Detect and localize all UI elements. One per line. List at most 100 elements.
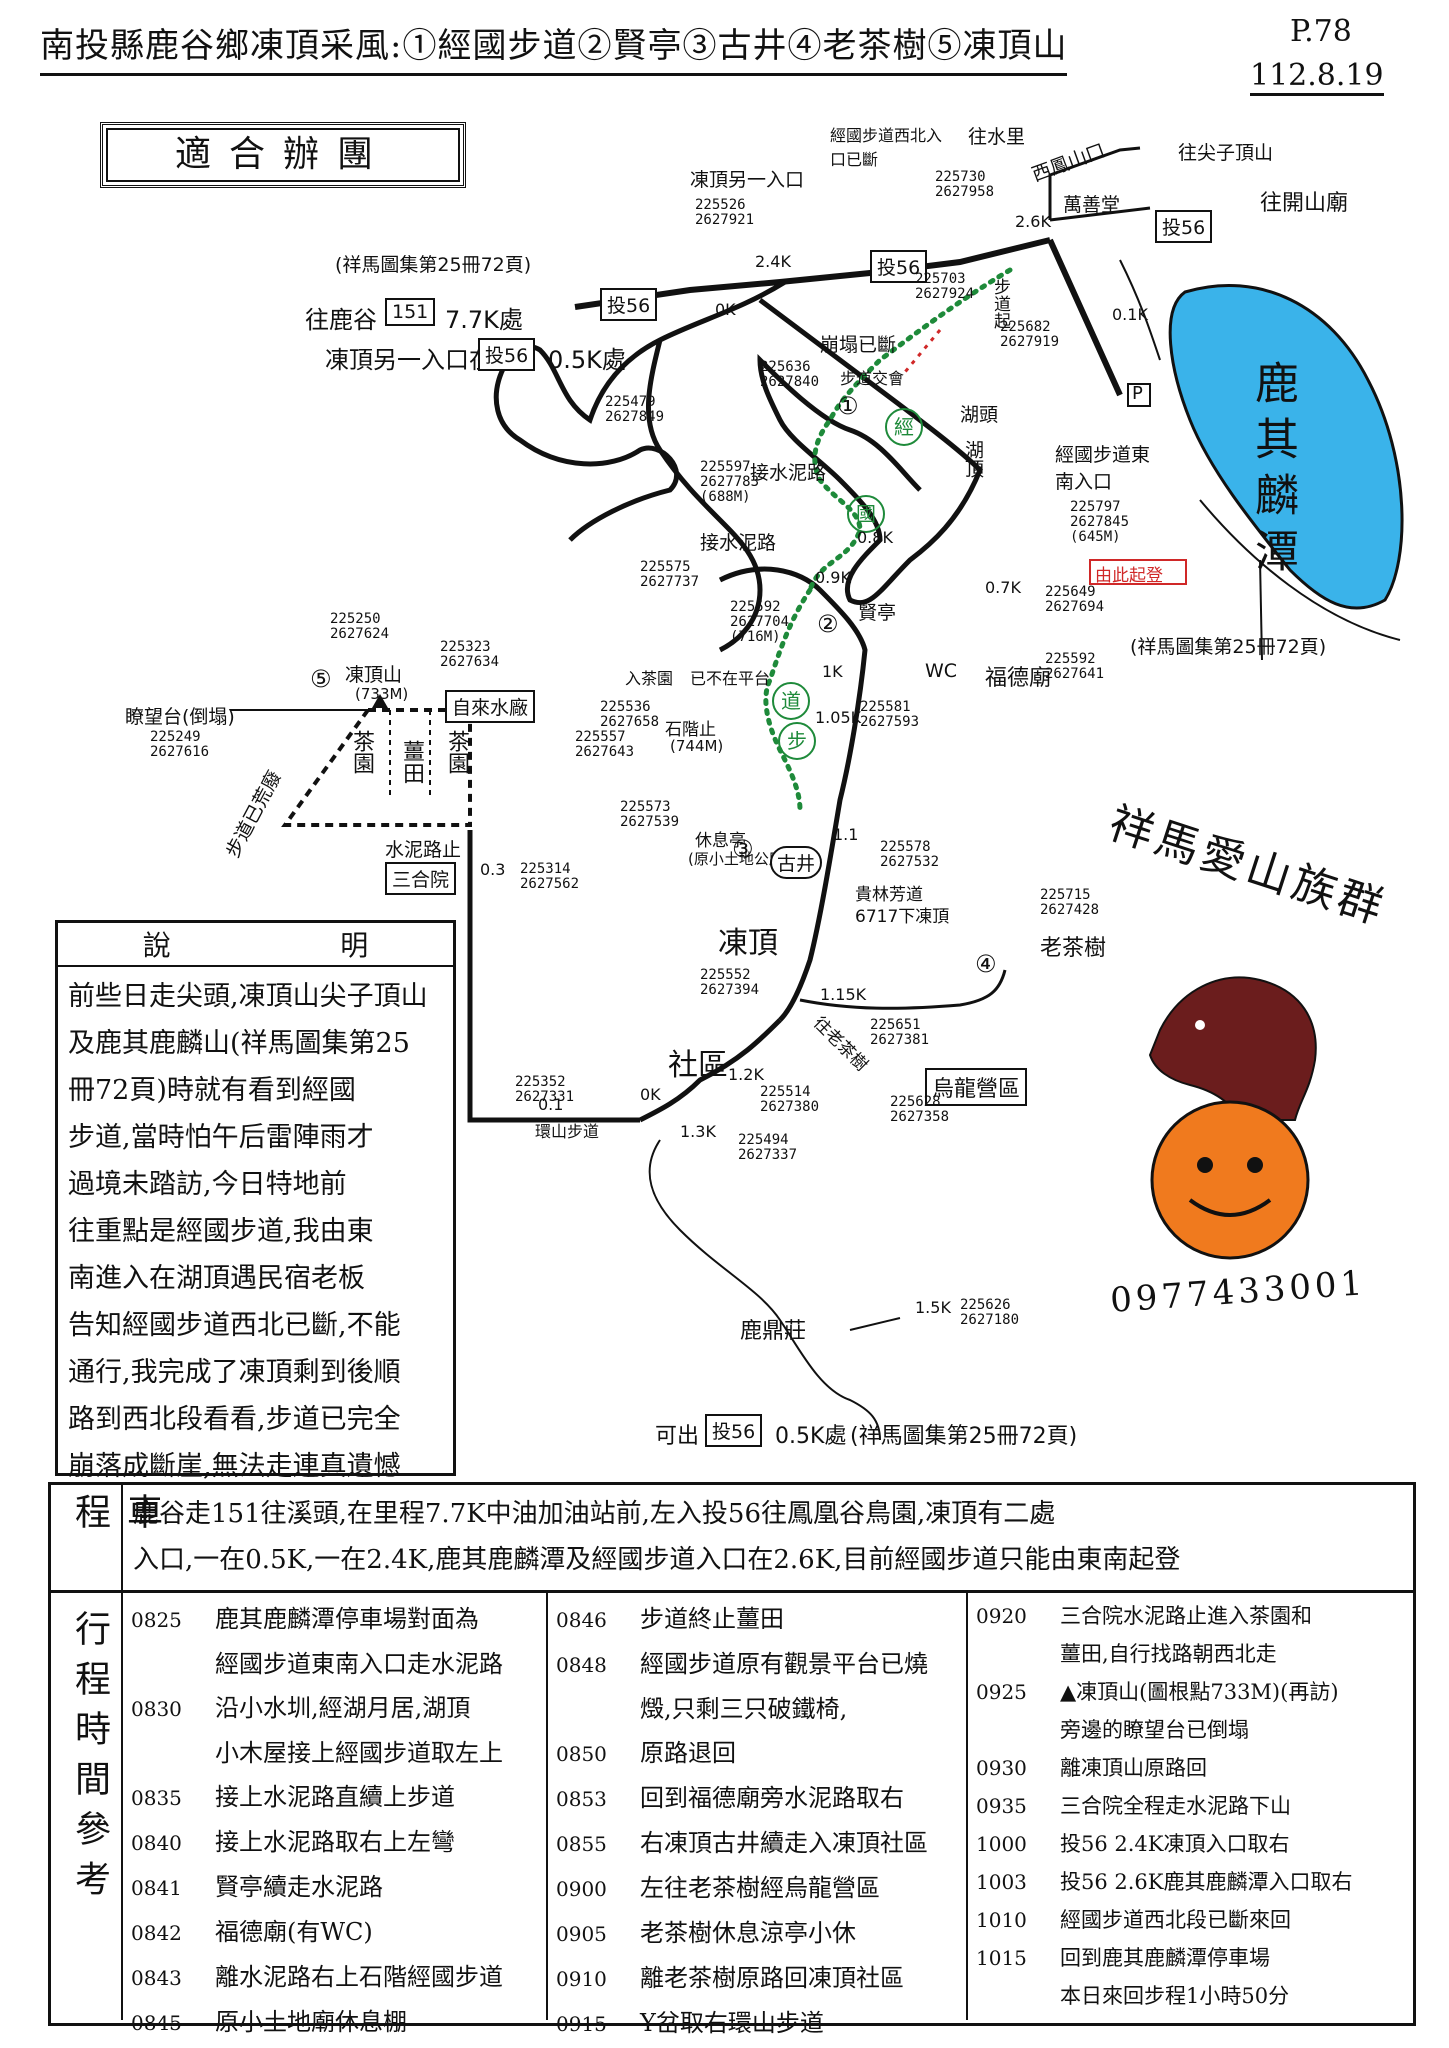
distance-marker: 0.3 — [480, 860, 506, 879]
guijing-label: 古井 — [770, 846, 823, 879]
distance-marker: 2.4K — [755, 252, 791, 271]
car-text: 鹿谷走151往溪頭,在里程7.7K中油加油站前,左入投56往鳳凰谷鳥園,凍頂有二… — [133, 1491, 1180, 1583]
dongdingshan-altitude: (733M) — [355, 685, 409, 703]
shuini-label: 接水泥路 — [750, 462, 827, 484]
notes-line: 崩落成斷崖,無法走連真遺憾 — [68, 1451, 401, 1482]
jingguo-trail — [763, 267, 1013, 813]
nw-entry-label: 經國步道西北入口已斷 — [830, 126, 943, 169]
road-tou56-badge-3: 投56 — [870, 250, 928, 283]
distance-marker: 2.6K — [1015, 212, 1051, 231]
coordinate-label: 225592 2627704 (716M) — [730, 599, 790, 645]
coordinate-label: 225581 2627593 — [860, 699, 920, 730]
atlas-ref-label-2: (祥馬圖集第25冊72頁) — [1130, 636, 1327, 658]
to-luku-label: 往鹿谷 — [305, 306, 377, 334]
rest-pavilion-note: (原小土地公廟) — [688, 850, 790, 868]
lake-shore-line — [1119, 259, 1161, 361]
other-entry-label-2: 凍頂另一入口 — [690, 169, 805, 191]
hutou-label: 湖頭 — [960, 404, 999, 426]
marker-4: ④ — [975, 950, 997, 978]
distance-marker: 1.05K — [815, 708, 862, 727]
coordinate-label: 225557 2627643 — [575, 729, 635, 760]
road-to-jinding — [646, 339, 763, 653]
marker-2: ② — [817, 610, 839, 638]
lake-label: 鹿其麟潭 — [1247, 360, 1298, 584]
to-jianzi-label: 往尖子頂山 — [1178, 142, 1274, 164]
collapse-label: 崩塌已斷 — [820, 334, 897, 356]
distance-marker: 1K — [822, 662, 843, 681]
coordinate-label: 225514 2627380 — [760, 1084, 820, 1115]
page-number: P.78 — [1290, 14, 1352, 49]
coordinate-label: 225715 2627428 — [1040, 887, 1100, 918]
distance-marker: 0K — [640, 1085, 661, 1104]
coordinate-label: 225797 2627845 (645M) — [1070, 499, 1130, 545]
suitability-badge: 適合辦團 — [100, 122, 466, 188]
notes-line: 步道,當時怕午后雷陣雨才 — [68, 1122, 374, 1153]
schedule-item: 燬,只剩三只破鐵椅, — [640, 1695, 848, 1723]
coordinate-label: 225314 2627562 — [520, 861, 580, 892]
tea-garden-label: 茶園 — [349, 730, 374, 774]
tea-garden-divider — [389, 710, 431, 800]
fudemiao-label: 福德廟 — [985, 666, 1052, 691]
coordinate-label: 225636 2627840 — [760, 359, 820, 390]
parking-label: P — [1132, 383, 1143, 404]
coordinate-label: 225536 2627658 — [600, 699, 660, 730]
coordinate-label: 225250 2627624 — [330, 611, 390, 642]
notes-line: 南進入在湖頂遇民宿老板 — [68, 1263, 365, 1294]
coordinate-label: 225628 2627358 — [890, 1094, 950, 1125]
trail-char-jing: 經 — [885, 408, 923, 446]
road-tou56-badge-5: 投56 — [705, 1414, 763, 1447]
trip-date: 112.8.19 — [1250, 58, 1384, 96]
marker-3: ③ — [732, 835, 754, 863]
road-tou56-badge-4: 投56 — [1155, 210, 1213, 243]
route-151-badge: 151 — [385, 298, 436, 326]
junction-label: 步道交會 — [840, 369, 905, 388]
distance-marker: 1.1 — [833, 825, 859, 844]
notes-body: 前些日走尖頭,凍頂山尖子頂山 及鹿其鹿麟山(祥馬圖集第25 冊72頁)時就有看到… — [58, 967, 453, 1496]
road-tou56-badge-2: 投56 — [478, 338, 536, 371]
hall-label: 貴林芳道 — [855, 885, 923, 905]
shuini-end-label: 水泥路止 — [385, 839, 462, 861]
notes-line: 通行,我完成了凍頂剩到後順 — [68, 1357, 401, 1388]
start-climb-label: 由此起登 — [1095, 566, 1163, 586]
trail-char-bu: 步 — [778, 722, 816, 760]
notes-heading-2: 明 — [340, 929, 369, 962]
road-tou56 — [574, 237, 1051, 310]
schedule-item: 小木屋接上經國步道取左上 — [215, 1739, 503, 1767]
stone-steps-label: 石階止 — [665, 720, 716, 740]
distance-marker: 1.15K — [820, 985, 867, 1004]
car-line: 入口,一在0.5K,一在2.4K,鹿其鹿麟潭及經國步道入口在2.6K,目前經國步… — [133, 1545, 1181, 1575]
road-inner — [757, 297, 983, 606]
community-label: 社區 — [668, 1048, 728, 1083]
distance-marker: 0.9K — [815, 568, 851, 587]
distance-marker: 1.2K — [728, 1065, 764, 1084]
car-row: 車程 鹿谷走151往溪頭,在里程7.7K中油加油站前,左入投56往鳳凰谷鳥園,凍… — [51, 1485, 1413, 1593]
coordinate-label: 225682 2627919 — [1000, 319, 1060, 350]
other-entry-label: 凍頂另一入口在 — [325, 346, 493, 374]
summit-triangle — [372, 694, 388, 708]
car-heading: 車程 — [69, 1493, 162, 1543]
sanhe-label: 三合院 — [385, 862, 457, 895]
notes-line: 告知經國步道西北已斷,不能 — [68, 1310, 401, 1341]
exit-note-label: 可出 — [655, 1424, 700, 1449]
notes-line: 過境未踏訪,今日特地前 — [68, 1169, 347, 1200]
distance-label-2: 0.5K處 — [548, 346, 626, 374]
coordinate-label: 225323 2627634 — [440, 639, 500, 670]
distance-marker: 0.8K — [857, 528, 893, 547]
lake-shore-line — [1259, 559, 1263, 661]
coordinate-label: 225626 2627180 — [960, 1297, 1020, 1328]
hutou2-label: 湖頂 — [962, 440, 984, 478]
